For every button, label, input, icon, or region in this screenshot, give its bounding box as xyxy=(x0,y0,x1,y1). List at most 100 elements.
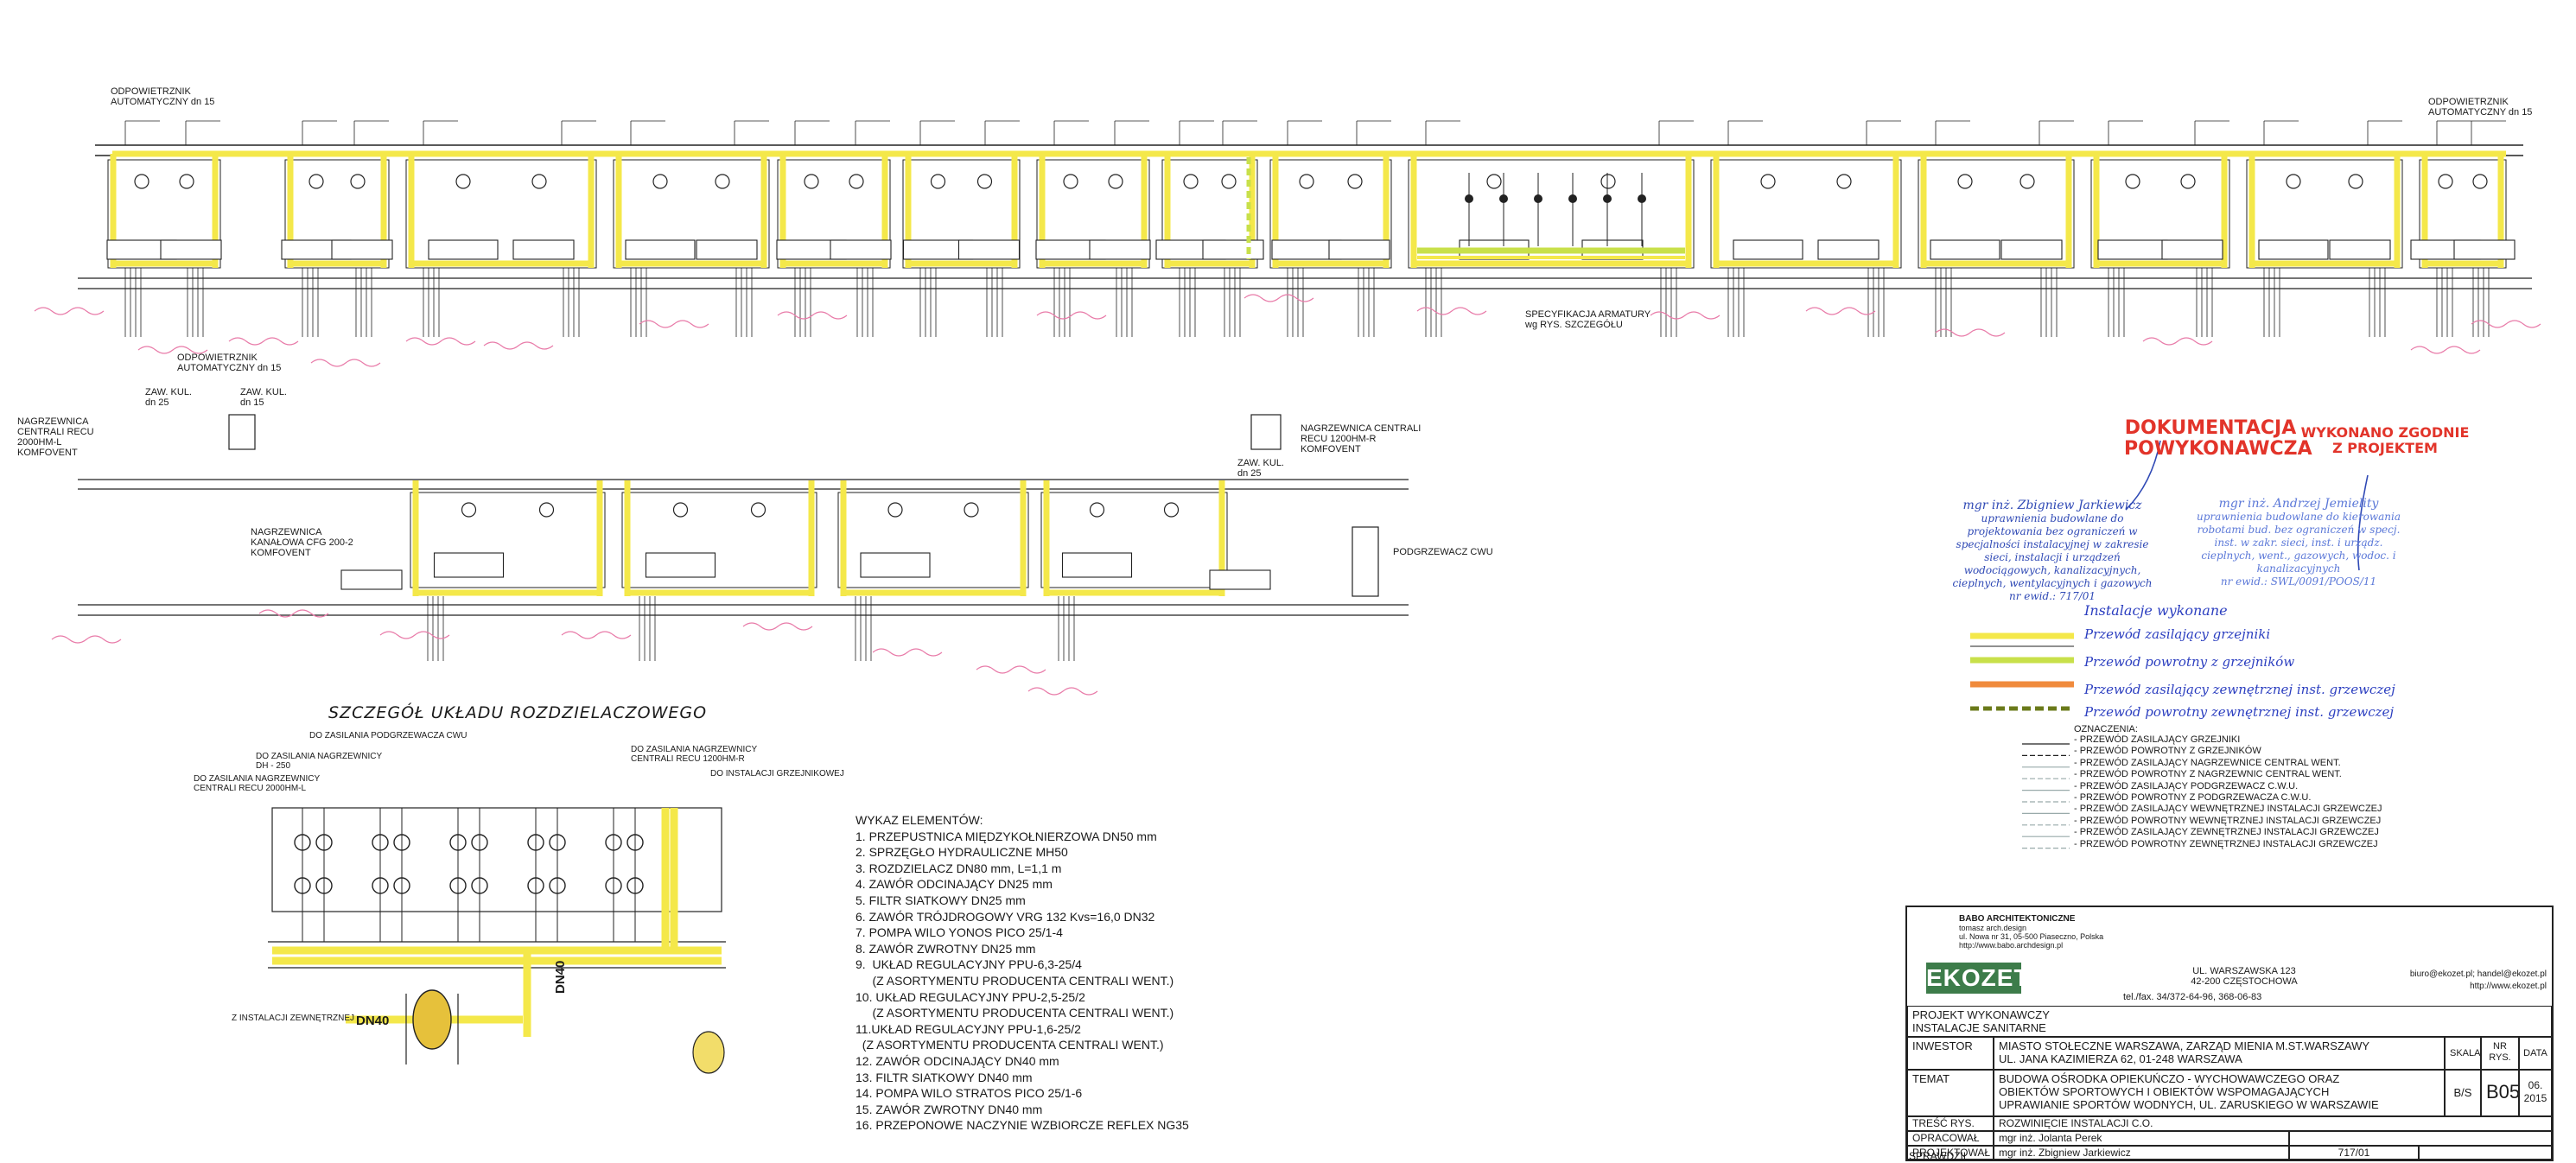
elements-item: 6. ZAWÓR TRÓJDROGOWY VRG 132 Kvs=16,0 DN… xyxy=(855,909,1155,924)
company-address-2: 42-200 CZĘSTOCHOWA xyxy=(2191,976,2298,987)
legend-items: - PRZEWÓD ZASILAJĄCY GRZEJNIKI - PRZEWÓD … xyxy=(2074,734,2382,850)
pink-handwriting-mark xyxy=(228,337,299,346)
elements-list: WYKAZ ELEMENTÓW: 1. PRZEPUSTNICA MIĘDZYK… xyxy=(855,812,1189,1134)
elements-item: (Z ASORTYMENTU PRODUCENTA CENTRALI WENT.… xyxy=(855,973,1174,988)
pink-handwriting-mark xyxy=(2410,346,2481,354)
radiator-box xyxy=(160,239,222,260)
topic-label: TEMAT xyxy=(1907,1070,1994,1116)
detail-label-heater: DO ZASILANIA NAGRZEWNICY DH - 250 xyxy=(256,752,382,771)
room-symbol-icon xyxy=(1299,174,1314,189)
legend-item: - PRZEWÓD ZASILAJĄCY GRZEJNIKI xyxy=(2074,734,2241,745)
pink-handwriting-mark xyxy=(561,631,632,639)
room-outline xyxy=(2246,159,2403,269)
room-symbol-icon xyxy=(538,502,555,518)
room-symbol-icon xyxy=(2019,174,2035,189)
radiator-box xyxy=(1930,239,2000,260)
radiator-box xyxy=(428,239,499,260)
topic-value-1: BUDOWA OŚRODKA OPIEKUŃCZO - WYCHOWAWCZEG… xyxy=(1999,1072,2340,1085)
elements-item: 14. POMPA WILO STRATOS PICO 25/1-6 xyxy=(855,1086,1083,1101)
radiator-box xyxy=(2329,239,2391,260)
handwritten-legend-item-1: Przewód zasilający grzejniki xyxy=(2084,626,2271,642)
pink-handwriting-mark xyxy=(310,359,381,367)
company-web: http://www.ekozet.pl xyxy=(2470,982,2547,991)
legend-item: - PRZEWÓD POWROTNY WEWNĘTRZNEJ INSTALACJ… xyxy=(2074,815,2382,826)
room-symbol-icon xyxy=(750,502,766,518)
project-type: PROJEKT WYKONAWCZY xyxy=(1912,1008,2050,1021)
elements-item: 7. POMPA WILO YONOS PICO 25/1-4 xyxy=(855,925,1063,940)
detail-label-heater-recu-r: DO ZASILANIA NAGRZEWNICY CENTRALI RECU 1… xyxy=(631,745,757,764)
investor-value-1: MIASTO STOŁECZNE WARSZAWA, ZARZĄD MIENIA… xyxy=(1999,1039,2370,1052)
room-outline xyxy=(410,492,606,588)
date-value-1: 06. xyxy=(2528,1079,2543,1091)
hydraulic-coupler-icon xyxy=(412,989,452,1050)
dhw-heater-label: PODGRZEWACZ CWU xyxy=(1393,547,1493,557)
project-sub: INSTALACJE SANITARNE xyxy=(1912,1021,2046,1034)
elements-item: (Z ASORTYMENTU PRODUCENTA CENTRALI WENT.… xyxy=(855,1006,1174,1020)
architect-name: BABO ARCHITEKTONICZNE xyxy=(1959,914,2076,924)
expansion-vessel-icon xyxy=(692,1031,725,1074)
radiator-box xyxy=(2097,239,2168,260)
room-outline xyxy=(1918,159,2075,269)
pink-handwriting-mark xyxy=(1935,328,2006,337)
elements-item: 4. ZAWÓR ODCINAJĄCY DN25 mm xyxy=(855,877,1053,892)
radiator-box xyxy=(696,239,758,260)
designer-stamp-name: mgr inż. Zbigniew Jarkiewicz xyxy=(1962,499,2142,512)
detail-title: SZCZEGÓŁ UKŁADU ROZDZIELACZOWEGO xyxy=(328,703,708,722)
elements-title: WYKAZ ELEMENTÓW: xyxy=(855,813,983,827)
pink-handwriting-mark xyxy=(405,337,476,346)
room-symbol-icon xyxy=(531,174,547,189)
checked-label: SPRAWDZIŁ xyxy=(1909,1150,1969,1162)
elements-item: 11.UKŁAD REGULACYJNY PPU-1,6-25/2 xyxy=(855,1021,1081,1036)
detail-label-external: Z INSTALACJI ZEWNĘTRZNEJ xyxy=(232,1014,355,1023)
supervisor-signature-mark xyxy=(2357,474,2369,571)
dn40-label-b: DN40 xyxy=(553,960,568,994)
room-symbol-icon xyxy=(1108,174,1123,189)
project-type-row: PROJEKT WYKONAWCZY INSTALACJE SANITARNE xyxy=(1907,1006,2552,1037)
sheet-label-2: RYS. xyxy=(2489,1052,2511,1063)
detail-label-dhw: DO ZASILANIA PODGRZEWACZA CWU xyxy=(309,731,467,740)
designer-stamp-number: nr ewid.: 717/01 xyxy=(2008,590,2096,602)
architect-info: BABO ARCHITEKTONICZNE tomasz arch.design… xyxy=(1959,914,2287,950)
room-symbol-icon xyxy=(350,174,366,189)
radiator-box xyxy=(512,239,575,260)
room-outline xyxy=(1161,159,1258,269)
ball-valve-label-3: ZAW. KUL. dn 25 xyxy=(1237,458,1284,479)
company-phone: tel./fax. 34/372-64-96, 368-06-83 xyxy=(2123,992,2262,1002)
distributor-detail-drawing xyxy=(268,807,726,1074)
radiator-box xyxy=(1202,239,1264,260)
pink-handwriting-mark xyxy=(1650,311,1721,320)
room-symbol-icon xyxy=(930,174,946,189)
pink-handwriting-mark xyxy=(483,341,554,350)
company-address: UL. WARSZAWSKA 123 42-200 CZĘSTOCHOWA xyxy=(2166,966,2322,987)
room-outline xyxy=(1036,159,1150,269)
architect-web: http://www.babo.archdesign.pl xyxy=(1959,941,2064,950)
content-value: ROZWINIĘCIE INSTALACJI C.O. xyxy=(1994,1116,2552,1131)
room-symbol-icon xyxy=(1089,502,1105,518)
legend-item: - PRZEWÓD ZASILAJĄCY NAGRZEWNICE CENTRAL… xyxy=(2074,757,2341,768)
pink-handwriting-mark xyxy=(51,635,122,644)
room-outline xyxy=(837,492,1029,588)
dn40-label-a: DN40 xyxy=(356,1014,390,1028)
recu-heater-box xyxy=(1250,414,1282,450)
as-built-stamp: DOKUMENTACJA POWYKONAWCZA xyxy=(2124,417,2312,460)
elements-item: 9. UKŁAD REGULACYJNY PPU-6,3-25/4 xyxy=(855,957,1082,972)
room-symbol-icon xyxy=(2180,174,2196,189)
legend-item: - PRZEWÓD ZASILAJĄCY ZEWNĘTRZNEJ INSTALA… xyxy=(2074,827,2379,838)
room-symbol-icon xyxy=(308,174,324,189)
room-symbol-icon xyxy=(179,174,194,189)
designer-label: PROJEKTOWAŁ xyxy=(1907,1146,1994,1160)
radiator-box xyxy=(2161,239,2223,260)
pink-handwriting-mark xyxy=(2471,320,2541,328)
pink-handwriting-mark xyxy=(639,320,709,328)
radiator-box xyxy=(1209,569,1271,590)
elements-item: 2. SPRZĘGŁO HYDRAULICZNE MH50 xyxy=(855,845,1068,860)
legend-line-swatches xyxy=(1970,632,2074,849)
radiator-box xyxy=(1733,239,1803,260)
room-symbol-icon xyxy=(849,174,864,189)
legend-item: - PRZEWÓD ZASILAJĄCY WEWNĘTRZNEJ INSTALA… xyxy=(2074,804,2382,815)
handwritten-annotations xyxy=(34,294,2541,696)
air-vent-label-left: ODPOWIETRZNIK AUTOMATYCZNY dn 15 xyxy=(111,86,215,107)
scale-value: B/S xyxy=(2445,1070,2481,1116)
as-built-line-1: DOKUMENTACJA xyxy=(2124,417,2297,439)
room-symbol-icon xyxy=(672,502,689,518)
